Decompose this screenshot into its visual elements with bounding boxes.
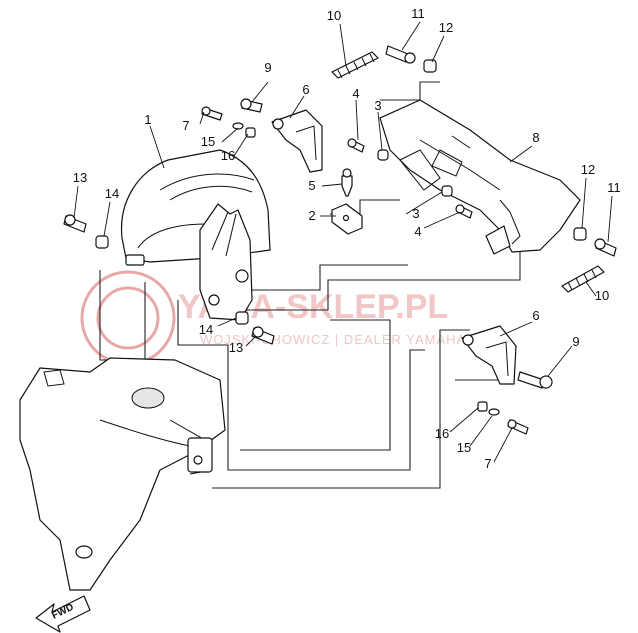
part-1-bracket-cover <box>120 149 271 321</box>
callout-14: 14 <box>199 322 213 337</box>
callout-11: 11 <box>607 180 621 195</box>
callout-7: 7 <box>484 456 491 471</box>
callout-13: 13 <box>73 170 87 185</box>
callout-9: 9 <box>572 334 579 349</box>
callout-15: 15 <box>201 134 215 149</box>
callout-3: 3 <box>374 98 381 113</box>
callout-9: 9 <box>264 60 271 75</box>
callout-15: 15 <box>457 440 471 455</box>
part-5-grease-nipple <box>341 168 353 197</box>
callout-7: 7 <box>182 118 189 133</box>
watermark-logo <box>80 270 176 366</box>
callout-12: 12 <box>439 20 453 35</box>
lower-unit-casting <box>19 357 226 591</box>
callout-14: 14 <box>105 186 119 201</box>
callouts: 1 2 3 3 4 4 5 6 6 7 7 8 9 9 10 10 11 11 … <box>73 6 621 471</box>
callout-12: 12 <box>581 162 595 177</box>
callout-5: 5 <box>308 178 315 193</box>
callout-4: 4 <box>352 86 359 101</box>
callout-11: 11 <box>411 6 425 21</box>
fwd-arrow: FWD <box>35 595 91 633</box>
callout-8: 8 <box>532 130 539 145</box>
watermark-logo-inner <box>96 286 160 350</box>
callout-4: 4 <box>414 224 421 239</box>
part-2-plate <box>331 203 363 235</box>
callout-13: 13 <box>229 340 243 355</box>
callout-10: 10 <box>595 288 609 303</box>
callout-1: 1 <box>144 112 151 127</box>
callout-2: 2 <box>308 208 315 223</box>
watermark: YAMA-SKLEP.PL WOJSKI-CHOWICZ | DEALER YA… <box>80 270 465 366</box>
callout-16: 16 <box>221 148 235 163</box>
part-8-steering-bracket <box>379 99 581 255</box>
part-6-stopper-lower <box>461 325 517 385</box>
callout-6: 6 <box>302 82 309 97</box>
callout-16: 16 <box>435 426 449 441</box>
callout-10: 10 <box>327 8 341 23</box>
part-6-stopper-upper <box>271 109 323 173</box>
callout-3: 3 <box>412 206 419 221</box>
leader-lines <box>73 21 613 463</box>
callout-6: 6 <box>532 308 539 323</box>
